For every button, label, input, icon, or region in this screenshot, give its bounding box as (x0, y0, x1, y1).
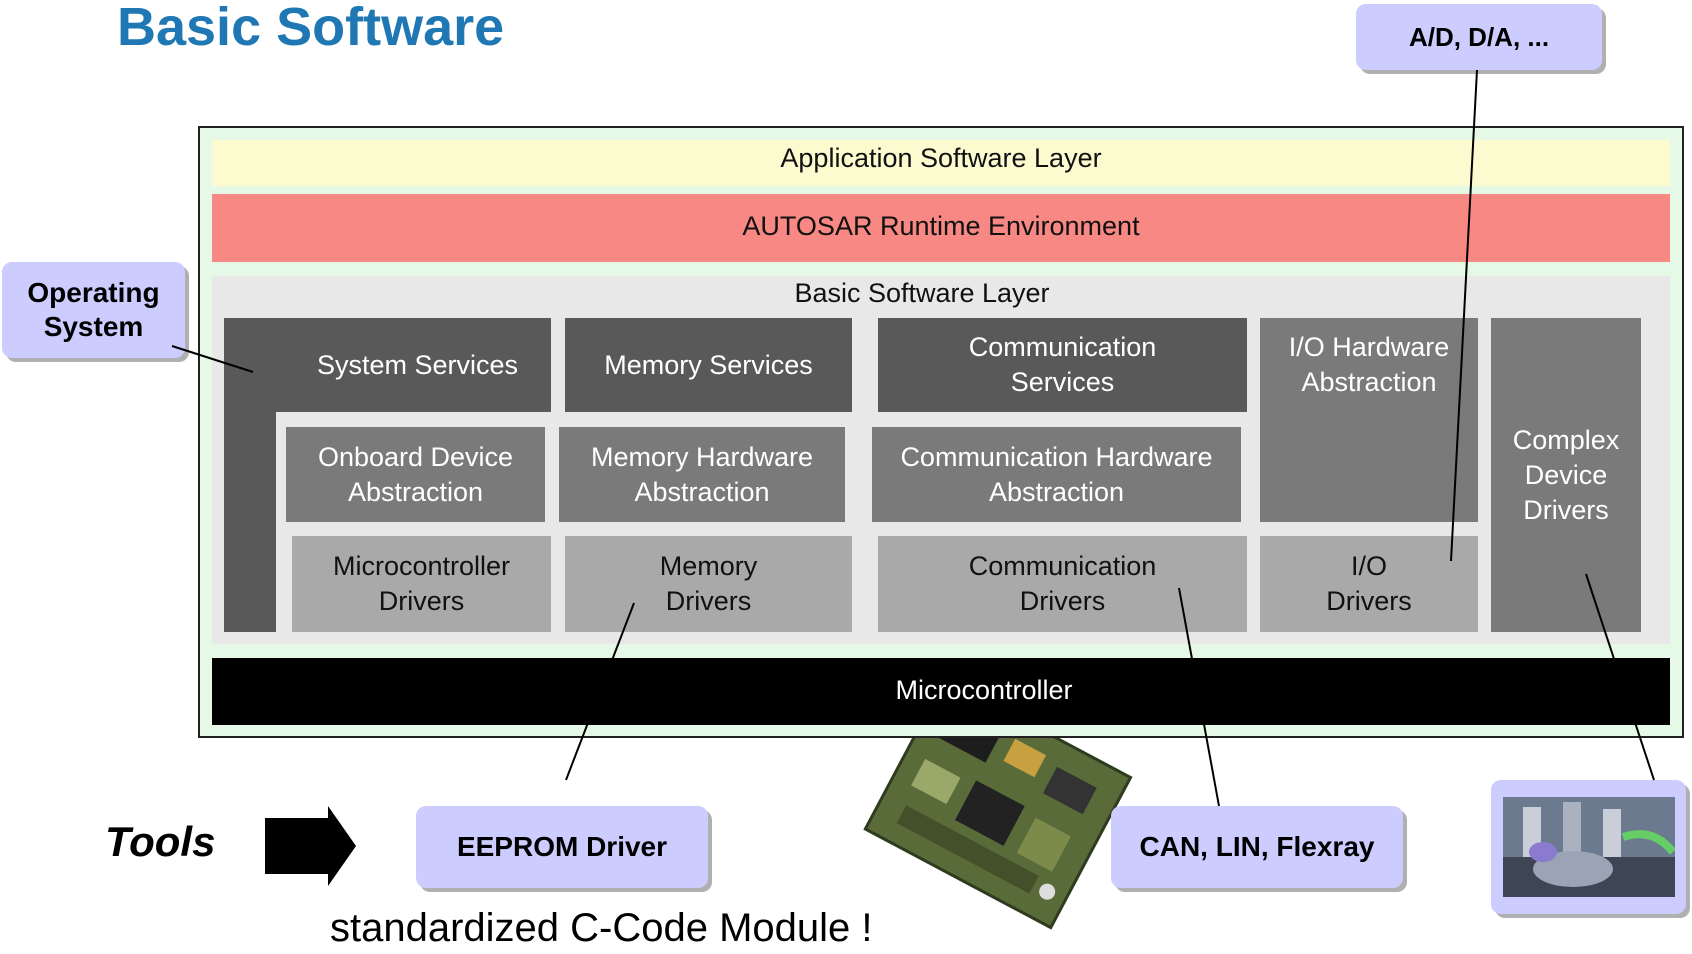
io-drivers-label: I/O Drivers (1326, 551, 1412, 616)
io-drivers-module: I/O Drivers (1260, 536, 1478, 632)
standardized-module-caption: standardized C-Code Module ! (330, 906, 873, 950)
microcontroller-drivers-label: Microcontroller Drivers (332, 551, 511, 616)
eeprom-driver-callout: EEPROM Driver (416, 806, 708, 888)
communication-hw-abstraction-module: Communication Hardware Abstraction (872, 427, 1241, 522)
communication-drivers-label: Communication Drivers (968, 551, 1157, 616)
system-services-label: System Services (316, 349, 519, 380)
engine-cylinder-image (1502, 797, 1675, 897)
application-layer (212, 140, 1670, 186)
adda-label: A/D, D/A, ... (1408, 21, 1550, 52)
eeprom-driver-label: EEPROM Driver (456, 831, 668, 862)
engine-image-callout (1491, 780, 1686, 914)
onboard-device-abstraction-label: Onboard Device Abstraction (317, 441, 514, 507)
communication-services-module: Communication Services (878, 318, 1247, 412)
adda-callout: A/D, D/A, ... (1356, 4, 1602, 70)
microcontroller-drivers-module: Microcontroller Drivers (292, 536, 551, 632)
complex-device-drivers-module: Complex Device Drivers (1491, 318, 1641, 632)
tools-arrow-icon (265, 806, 356, 886)
memory-hw-abstraction-label: Memory Hardware Abstraction (590, 441, 814, 507)
application-layer-label: Application Software Layer (780, 143, 1102, 173)
microcontroller-label: Microcontroller (895, 675, 1073, 705)
can-lin-flexray-callout: CAN, LIN, Flexray (1111, 806, 1403, 888)
rte-layer-label: AUTOSAR Runtime Environment (742, 211, 1140, 241)
memory-services-module: Memory Services (565, 318, 852, 412)
memory-drivers-label: Memory Drivers (659, 551, 758, 616)
io-hw-abstraction-module: I/O Hardware Abstraction (1260, 318, 1478, 522)
io-hw-abstraction-label: I/O Hardware Abstraction (1288, 332, 1450, 397)
communication-hw-abstraction-label: Communication Hardware Abstraction (900, 441, 1213, 507)
system-services-module: System Services (224, 318, 551, 412)
basic-software-layer-label: Basic Software Layer (794, 278, 1050, 308)
page-title: Basic Software (117, 0, 505, 57)
communication-drivers-module: Communication Drivers (878, 536, 1247, 632)
memory-hw-abstraction-module: Memory Hardware Abstraction (559, 427, 845, 522)
communication-services-label: Communication Services (968, 332, 1157, 397)
tools-label: Tools (105, 818, 216, 865)
onboard-device-abstraction-module: Onboard Device Abstraction (286, 427, 545, 522)
operating-system-callout: Operating System (2, 262, 185, 358)
complex-device-drivers-label: Complex Device Drivers (1512, 424, 1620, 525)
can-lin-flexray-label: CAN, LIN, Flexray (1139, 831, 1375, 862)
memory-drivers-module: Memory Drivers (565, 536, 852, 632)
rte-layer (212, 194, 1670, 262)
operating-system-label: Operating System (27, 277, 160, 342)
memory-services-label: Memory Services (604, 349, 813, 380)
microcontroller-layer (212, 658, 1670, 725)
